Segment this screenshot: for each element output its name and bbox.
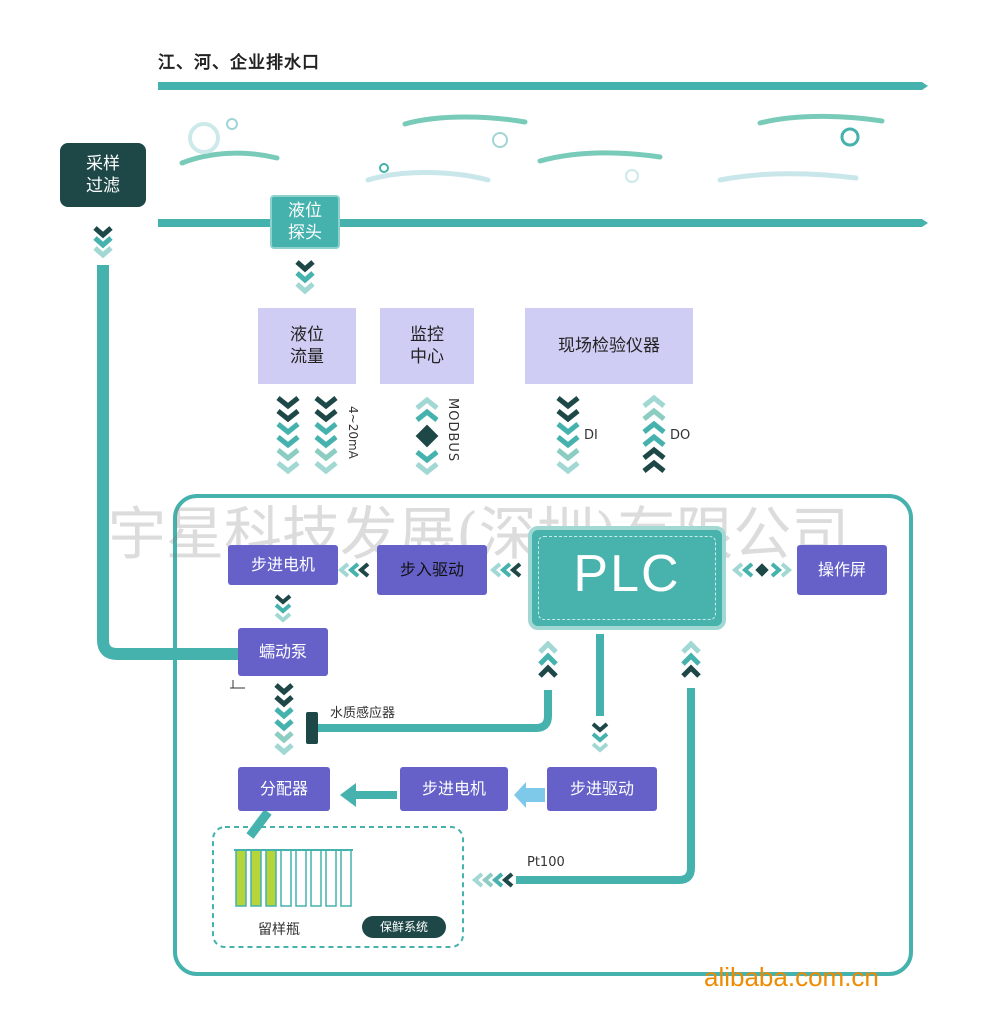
distributor-box: 分配器 [238, 767, 330, 811]
bubble [840, 127, 860, 147]
wave [757, 113, 885, 126]
wave [365, 170, 491, 183]
chevrons-drive-to-motor [337, 562, 370, 578]
chevrons-sampling [93, 226, 113, 259]
peristaltic-pump-box: 蠕动泵 [238, 628, 328, 676]
level-probe-box: 液位 探头 [270, 195, 340, 249]
pt100-line [516, 688, 695, 884]
do-label: DO [670, 428, 691, 443]
river-bottom-edge [158, 219, 928, 227]
wave [717, 171, 859, 183]
chevrons-do [642, 394, 666, 473]
preservation-box [212, 826, 464, 948]
river-top-edge [158, 82, 928, 90]
chevrons-current-left [276, 396, 300, 475]
sampling-filter-box: 采样 过滤 [60, 143, 146, 207]
step-in-drive-box: 步入驱动 [377, 545, 487, 595]
chevrons-plc-to-drive [489, 562, 522, 578]
sample-bottles [234, 849, 353, 907]
motor-to-distributor-line [355, 791, 397, 799]
system-frame [173, 494, 913, 976]
wave [537, 150, 663, 164]
chevrons-pump-to-distributor [274, 683, 294, 756]
chevrons-pt100-left [471, 872, 514, 888]
sampling-pipe [97, 265, 238, 660]
chevrons-pt100-up [681, 640, 701, 678]
current-label: 4~20mA [346, 406, 360, 459]
wave [402, 114, 528, 127]
bubble [226, 118, 238, 130]
chevrons-plc-screen [731, 562, 793, 578]
chevrons-motor-to-pump [274, 594, 292, 623]
blue-arrow [514, 782, 545, 808]
monitor-center-box: 监控 中心 [380, 308, 474, 384]
pt100-label: Pt100 [527, 855, 565, 870]
bubble [492, 132, 508, 148]
di-label: DI [584, 428, 598, 443]
plc-inner-border [538, 536, 716, 620]
preservation-system-badge: 保鲜系统 [362, 916, 446, 938]
step-motor-bottom-box: 步进电机 [400, 767, 508, 811]
chevrons-modbus [415, 396, 439, 476]
distributor-to-bottles [246, 809, 272, 839]
bubble [379, 163, 389, 173]
chevrons-current-right [314, 396, 338, 475]
level-flow-box: 液位 流量 [258, 308, 356, 384]
operation-screen-box: 操作屏 [797, 545, 887, 595]
sensor-line [318, 690, 552, 732]
chevrons-probe [295, 260, 315, 295]
chevrons-plc-to-stepdrive [591, 722, 609, 753]
sample-bottle-label: 留样瓶 [258, 922, 300, 938]
chevrons-sensor-up [538, 640, 558, 678]
step-drive-box: 步进驱动 [547, 767, 657, 811]
page-title: 江、河、企业排水口 [158, 53, 320, 73]
bubble [625, 169, 639, 183]
water-sensor-label: 水质感应器 [330, 706, 396, 721]
plc-box: PLC [528, 526, 726, 630]
alibaba-footer: alibaba.com.cn [704, 962, 879, 992]
water-sensor-probe [306, 712, 318, 744]
step-motor-top-box: 步进电机 [228, 545, 338, 585]
field-instrument-box: 现场检验仪器 [525, 308, 693, 384]
motor-to-distributor-arrow [340, 783, 356, 807]
river [158, 82, 928, 227]
wave [179, 150, 280, 166]
modbus-label: MODBUS [445, 398, 460, 463]
chevrons-di [556, 396, 580, 475]
bubble [188, 122, 220, 154]
plc-label: PLC [573, 545, 681, 603]
